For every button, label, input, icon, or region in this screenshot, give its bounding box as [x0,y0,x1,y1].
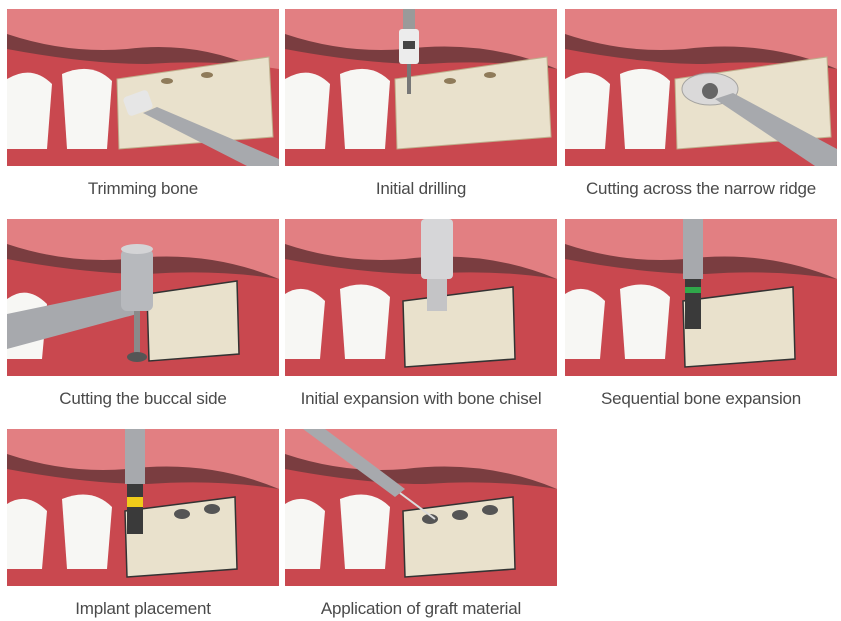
caption: Sequential bone expansion [565,389,837,409]
panel-cutting-narrow-ridge: Cutting across the narrow ridge [565,9,837,199]
illustration-graft-material [285,429,557,586]
illustration-sequential-expansion [565,219,837,376]
panel-implant-placement: Implant placement [7,429,279,619]
panel-sequential-expansion: Sequential bone expansion [565,219,837,409]
panel-initial-expansion: Initial expansion with bone chisel [285,219,557,409]
illustration-initial-expansion [285,219,557,376]
expander-instrument [683,219,703,329]
panel-cutting-buccal-side: Cutting the buccal side [7,219,279,409]
illustration-trimming-bone [7,9,279,166]
caption: Cutting the buccal side [7,389,279,409]
illustration-initial-drilling [285,9,557,166]
caption: Implant placement [7,599,279,619]
illustration-cutting-narrow-ridge [565,9,837,166]
illustration-cutting-buccal-side [7,219,279,376]
caption: Cutting across the narrow ridge [565,179,837,199]
panel-trimming-bone: Trimming bone [7,9,279,199]
panel-initial-drilling: Initial drilling [285,9,557,199]
caption: Trimming bone [7,179,279,199]
implant-driver-instrument [125,429,145,534]
illustration-implant-placement [7,429,279,586]
caption: Application of graft material [285,599,557,619]
caption: Initial drilling [285,179,557,199]
caption: Initial expansion with bone chisel [285,389,557,409]
panel-graft-material: Application of graft material [285,429,557,619]
